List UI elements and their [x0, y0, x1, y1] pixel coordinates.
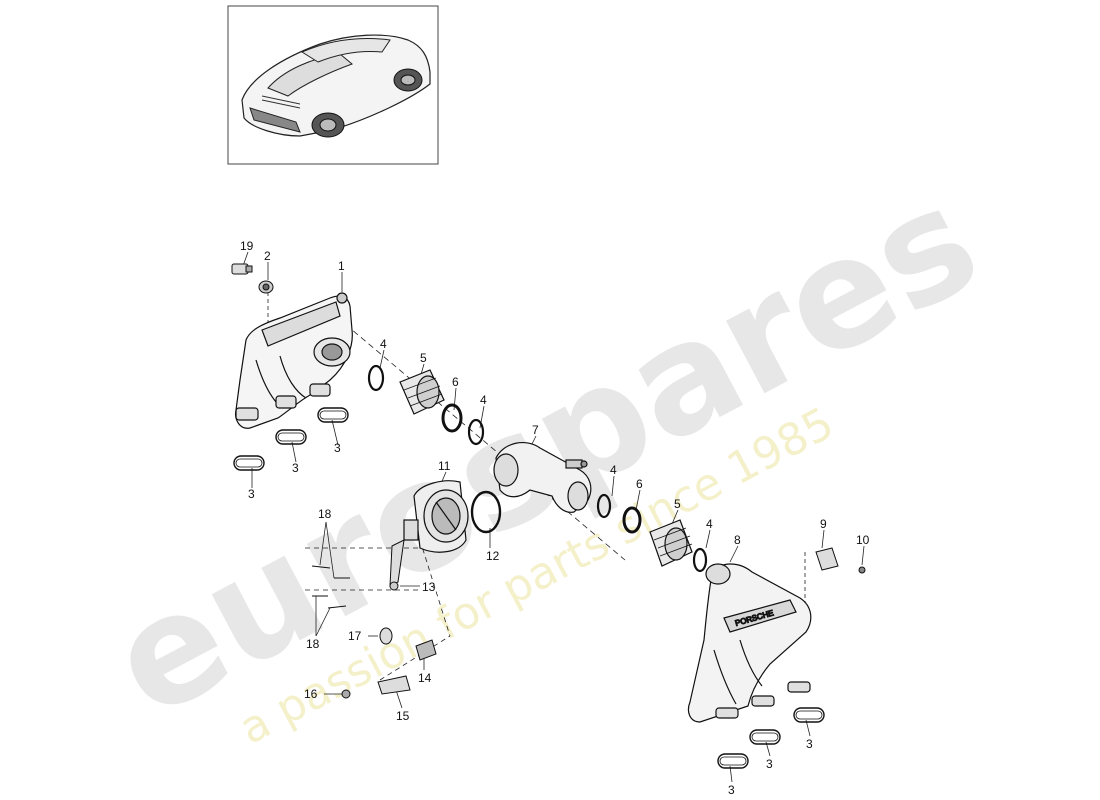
callout-9: 9 — [820, 517, 827, 531]
car-thumbnail-icon — [227, 5, 439, 165]
callout-16: 16 — [304, 687, 318, 701]
callout-3: 3 — [248, 487, 255, 501]
callout-18: 18 — [306, 637, 320, 651]
callout-7: 7 — [532, 423, 539, 437]
gasket-right — [717, 707, 825, 769]
resonance-flap — [399, 369, 693, 567]
callout-10: 10 — [856, 533, 870, 547]
callout-8: 8 — [734, 533, 741, 547]
callout-1: 1 — [338, 259, 345, 273]
sensor — [231, 263, 274, 294]
callout-6: 6 — [452, 375, 459, 389]
o-ring — [367, 364, 708, 573]
callout-2: 2 — [264, 249, 271, 263]
callout-14: 14 — [418, 671, 432, 685]
callout-4: 4 — [380, 337, 387, 351]
callout-3: 3 — [766, 757, 773, 771]
callout-13: 13 — [422, 580, 436, 594]
callout-5: 5 — [674, 497, 681, 511]
callout-17: 17 — [348, 629, 362, 643]
sensor-right — [815, 547, 866, 574]
callout-3: 3 — [292, 461, 299, 475]
left-intake-manifold — [235, 292, 353, 429]
callout-15: 15 — [396, 709, 410, 723]
throttle-body — [403, 480, 469, 553]
callout-6: 6 — [636, 477, 643, 491]
callout-4: 4 — [480, 393, 487, 407]
callout-3: 3 — [728, 783, 735, 797]
callout-19: 19 — [240, 239, 254, 253]
bracket — [311, 539, 437, 699]
callout-11: 11 — [438, 459, 451, 473]
connecting-pipe — [493, 441, 592, 513]
callout-4: 4 — [706, 517, 713, 531]
callout-3: 3 — [334, 441, 341, 455]
callout-4: 4 — [610, 463, 617, 477]
callout-5: 5 — [420, 351, 427, 365]
callout-18: 18 — [318, 507, 332, 521]
callout-12: 12 — [486, 549, 500, 563]
callout-labels: 19 2 1 4 5 6 4 7 11 12 4 6 5 4 8 9 10 3 … — [240, 239, 870, 797]
right-intake-manifold: PORSCHE — [687, 563, 812, 723]
gasket — [233, 407, 349, 471]
callout-3: 3 — [806, 737, 813, 751]
